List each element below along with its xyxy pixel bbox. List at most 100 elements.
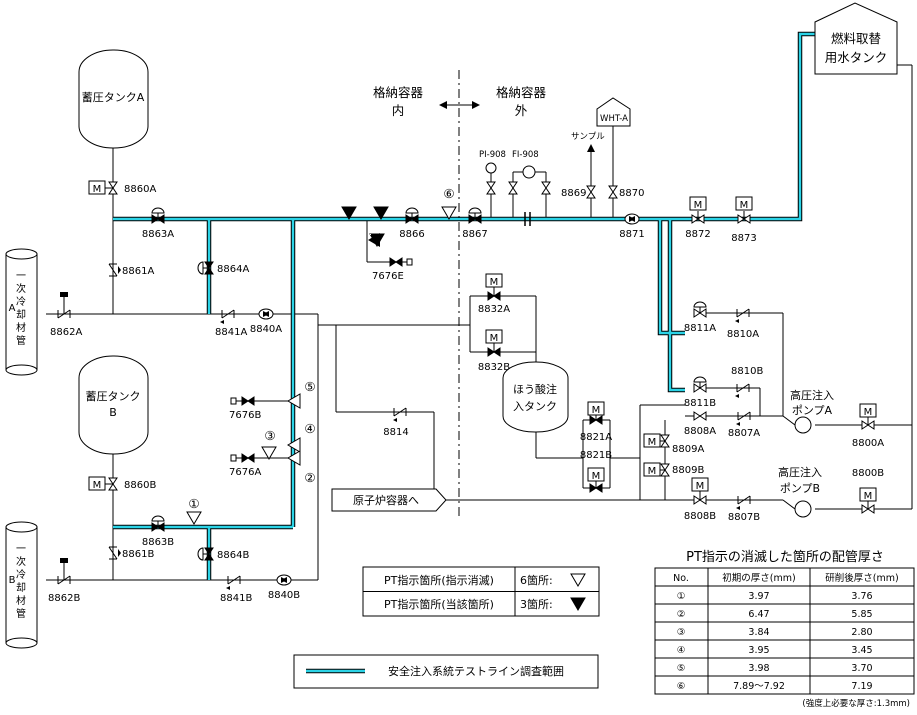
valve-8861a[interactable]: 8861A <box>108 263 154 277</box>
accumulator-tank-b-label-1: 蓄圧タンク <box>86 390 141 403</box>
valve-8862b-label: 8862B <box>48 593 80 604</box>
valve-8809b-label: 8809B <box>672 465 704 476</box>
valve-7676b[interactable]: 7676B <box>229 396 261 421</box>
valve-8809a-motor: M <box>648 437 657 448</box>
to-reactor-vessel: 原子炉容器へ <box>331 488 447 512</box>
valve-8841b-label: 8841B <box>220 593 252 604</box>
valve-8809a[interactable]: 8809A <box>643 433 704 455</box>
base-piping <box>46 64 913 581</box>
reactor-label: 原子炉容器へ <box>353 493 419 507</box>
containment-inside-label-2: 内 <box>392 103 405 118</box>
valve-8864a[interactable]: 8864A <box>198 262 249 275</box>
valve-8860b[interactable]: 8860B <box>88 476 156 491</box>
containment-outside-label-2: 外 <box>515 103 528 118</box>
coolant-pipe-a-char-6: 管 <box>16 334 26 347</box>
valve-8871-label: 8871 <box>619 229 644 240</box>
coolant-pipe-b-char-3: 冷 <box>16 568 26 581</box>
coolant-pipe-a-char-5: 材 <box>16 321 26 334</box>
valve-8809b[interactable]: 8809B <box>643 462 704 477</box>
valve-8800a[interactable]: M 8800A <box>852 403 884 449</box>
accumulator-tank-a: 蓄圧タンクA <box>78 49 149 149</box>
pt-legend-row1-label: PT指示箇所(指示消滅) <box>384 573 494 587</box>
valve-8810b-label: 8810B <box>731 366 763 377</box>
valve-8872[interactable]: M 8872 <box>685 196 711 240</box>
valve-7676e[interactable]: 7676E <box>372 257 413 282</box>
table-row-2-ground: 5.85 <box>851 609 872 620</box>
valve-8821b-motor: M <box>592 471 601 482</box>
table-row-5-initial: 3.98 <box>748 663 769 674</box>
valve-8807a[interactable]: 8807A <box>728 411 760 439</box>
valve-8870[interactable]: 8870 <box>608 185 644 199</box>
valve-8841b[interactable]: 8841B <box>220 575 252 604</box>
coolant-pipe-b-letter: B <box>9 575 16 586</box>
valve-8810b[interactable]: 8810B <box>731 366 763 398</box>
valve-8808a[interactable]: 8808A <box>684 411 716 437</box>
valve-7676e-label: 7676E <box>372 271 404 282</box>
valve-8808b-motor: M <box>696 481 705 492</box>
valve-8863b-label: 8863B <box>142 537 174 548</box>
table-row-3-ground: 2.80 <box>851 627 872 638</box>
valve-8821a[interactable]: M 8821A <box>580 401 612 443</box>
coolant-pipe-a-char-2: 次 <box>16 282 26 295</box>
valve-8808a-label: 8808A <box>684 426 716 437</box>
hp-injection-pump-a[interactable]: 高圧注入 ポンプA <box>790 388 834 434</box>
valve-8860b-label: 8860B <box>124 480 156 491</box>
valve-8866[interactable]: 8866 <box>399 208 425 240</box>
valve-8871[interactable]: 8871 <box>619 213 645 240</box>
valve-8832a[interactable]: M 8832A <box>478 273 510 315</box>
refueling-water-tank: 燃料取替 用水タンク <box>814 2 898 75</box>
valve-8811a[interactable]: 8811A <box>684 302 716 334</box>
valve-8864b[interactable]: 8864B <box>198 548 249 561</box>
valve-8810a[interactable]: 8810A <box>727 308 759 340</box>
valve-8811b[interactable]: 8811B <box>684 377 716 409</box>
valve-8863b[interactable]: 8863B <box>142 516 174 548</box>
table-row-3-no: ③ <box>677 627 686 638</box>
valve-8860b-motor: M <box>93 480 102 491</box>
valve-8863a[interactable]: 8863A <box>142 208 174 240</box>
valve-8814[interactable]: 8814 <box>383 407 409 438</box>
valve-8807b[interactable]: 8807B <box>728 495 760 523</box>
table-header-ground: 研削後厚さ(mm) <box>825 572 898 584</box>
valve-8840a[interactable]: 8840A <box>250 308 282 335</box>
valve-8861b[interactable]: 8861B <box>108 546 154 560</box>
coolant-pipe-b-char-5: 材 <box>16 594 26 607</box>
valve-8808b[interactable]: M 8808B <box>684 477 716 522</box>
table-row-6-initial: 7.89～7.92 <box>733 681 785 692</box>
accumulator-tank-b: 蓄圧タンク B <box>78 355 149 455</box>
valve-8840a-label: 8840A <box>250 324 282 335</box>
valve-8869[interactable]: 8869 <box>561 185 596 199</box>
coolant-pipe-b-char-4: 却 <box>16 582 26 594</box>
pump-a-label-2: ポンプA <box>792 404 833 417</box>
valve-8832a-motor: M <box>490 277 499 288</box>
line-legend: 安全注入系統テストライン調査範囲 <box>293 654 599 689</box>
coolant-pipe-b-char-2: 次 <box>16 555 26 568</box>
valve-8840b[interactable]: 8840B <box>268 574 300 601</box>
valve-8821b[interactable]: M 8821B <box>580 450 612 493</box>
valve-8800b[interactable]: M 8800B <box>852 468 884 514</box>
boric-acid-tank: ほう酸注 入タンク <box>502 361 569 433</box>
valve-8867[interactable]: 8867 <box>462 208 488 240</box>
boric-acid-tank-label-1: ほう酸注 <box>513 382 557 396</box>
valve-8873[interactable]: M 8873 <box>731 196 757 244</box>
valve-8862a[interactable]: 8862A <box>50 292 82 338</box>
valve-7676b-label: 7676B <box>229 410 261 421</box>
table-row-4-ground: 3.45 <box>851 645 872 656</box>
coolant-pipe-b-char-6: 管 <box>16 607 26 620</box>
valve-8841a[interactable]: 8841A <box>215 309 247 338</box>
table-header-no: No. <box>673 573 689 584</box>
valve-7676a[interactable]: 7676A <box>229 453 261 478</box>
coolant-pipe-a-char-1: 一 <box>16 271 26 282</box>
valve-8862b[interactable]: 8862B <box>48 558 80 604</box>
primary-coolant-pipe-a: 一 次 冷 却 材 管 A <box>5 248 38 376</box>
valve-8810a-label: 8810A <box>727 329 759 340</box>
valve-8873-motor: M <box>740 200 749 211</box>
sample-line: サンプル <box>571 132 605 152</box>
valve-8821b-label: 8821B <box>580 450 612 461</box>
valve-8832b[interactable]: M 8832B <box>478 329 510 373</box>
valve-8814-label: 8814 <box>383 427 408 438</box>
hp-injection-pump-b[interactable]: 高圧注入 ポンプB <box>778 465 822 518</box>
valve-7676a-label: 7676A <box>229 467 261 478</box>
containment-boundary: 格納容器 内 格納容器 外 <box>373 70 546 520</box>
valve-8860a[interactable]: 8860A <box>88 180 156 195</box>
